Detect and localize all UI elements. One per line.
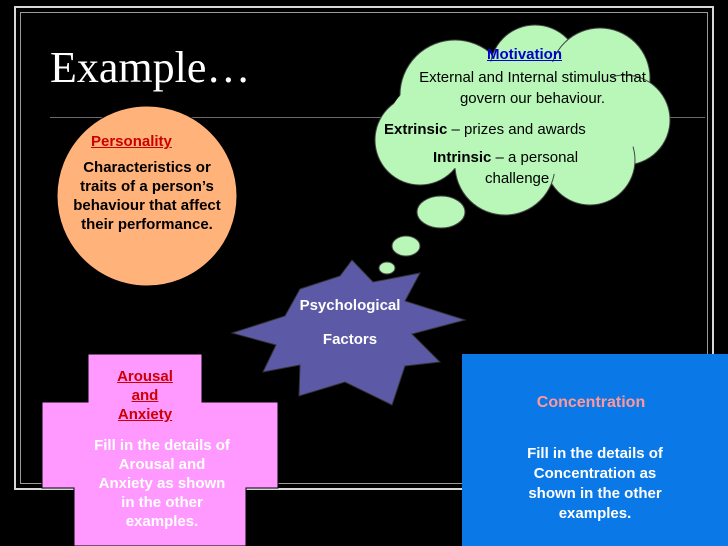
arousal-body-line: Anxiety as shown	[98, 475, 226, 492]
intrinsic-line-2: challenge	[485, 170, 550, 187]
motivation-desc-line: External and Internal stimulus that	[419, 69, 646, 86]
concentration-body-line: Fill in the details of	[527, 445, 663, 462]
arousal-body-line: examples.	[125, 513, 199, 530]
motivation-heading: Motivation	[487, 46, 562, 63]
slide-frame-inner	[20, 12, 708, 484]
intrinsic-line: Intrinsic – a personal	[433, 149, 578, 166]
extrinsic-line: Extrinsic – prizes and awards	[384, 121, 586, 138]
personality-line: their performance.	[81, 216, 213, 233]
psychological-line-2: Factors	[322, 331, 378, 348]
concentration-heading: Concentration	[536, 394, 646, 411]
arousal-heading: Arousal and Anxiety	[88, 367, 202, 424]
personality-line: Characteristics or	[83, 159, 211, 176]
intrinsic-label: Intrinsic	[433, 149, 492, 166]
personality-line: behaviour that affect	[73, 197, 221, 214]
intrinsic-text: – a personal	[491, 149, 579, 166]
arousal-body: Fill in the details of Arousal and Anxie…	[62, 436, 262, 531]
title-divider	[50, 117, 705, 118]
extrinsic-text: – prizes and awards	[447, 121, 586, 138]
arousal-shape	[41, 353, 279, 546]
arousal-body-line: in the other	[121, 494, 203, 511]
personality-heading: Personality	[91, 133, 172, 150]
concentration-body-line: Concentration as	[533, 465, 657, 482]
personality-description: Characteristics or traits of a person’s …	[57, 158, 237, 234]
psychological-line-1: Psychological	[299, 297, 401, 314]
extrinsic-label: Extrinsic	[384, 121, 448, 138]
arousal-body-line: Fill in the details of	[94, 437, 230, 454]
slide-title: Example…	[50, 43, 251, 92]
arousal-heading-line: and	[131, 387, 159, 404]
slide-frame-outer	[14, 6, 714, 490]
concentration-body: Fill in the details of Concentration as …	[472, 444, 718, 524]
personality-line: traits of a person’s	[80, 178, 214, 195]
psychological-star	[230, 259, 467, 406]
concentration-box	[462, 354, 728, 546]
concentration-body-line: examples.	[558, 505, 632, 522]
arousal-body-line: Arousal and	[118, 456, 206, 473]
motivation-desc-line: govern our behaviour.	[459, 90, 606, 107]
personality-circle	[56, 105, 238, 287]
motivation-cloud	[374, 24, 671, 275]
arousal-heading-line: Anxiety	[117, 406, 173, 423]
arousal-heading-line: Arousal	[117, 368, 173, 385]
concentration-body-line: shown in the other	[528, 485, 662, 502]
